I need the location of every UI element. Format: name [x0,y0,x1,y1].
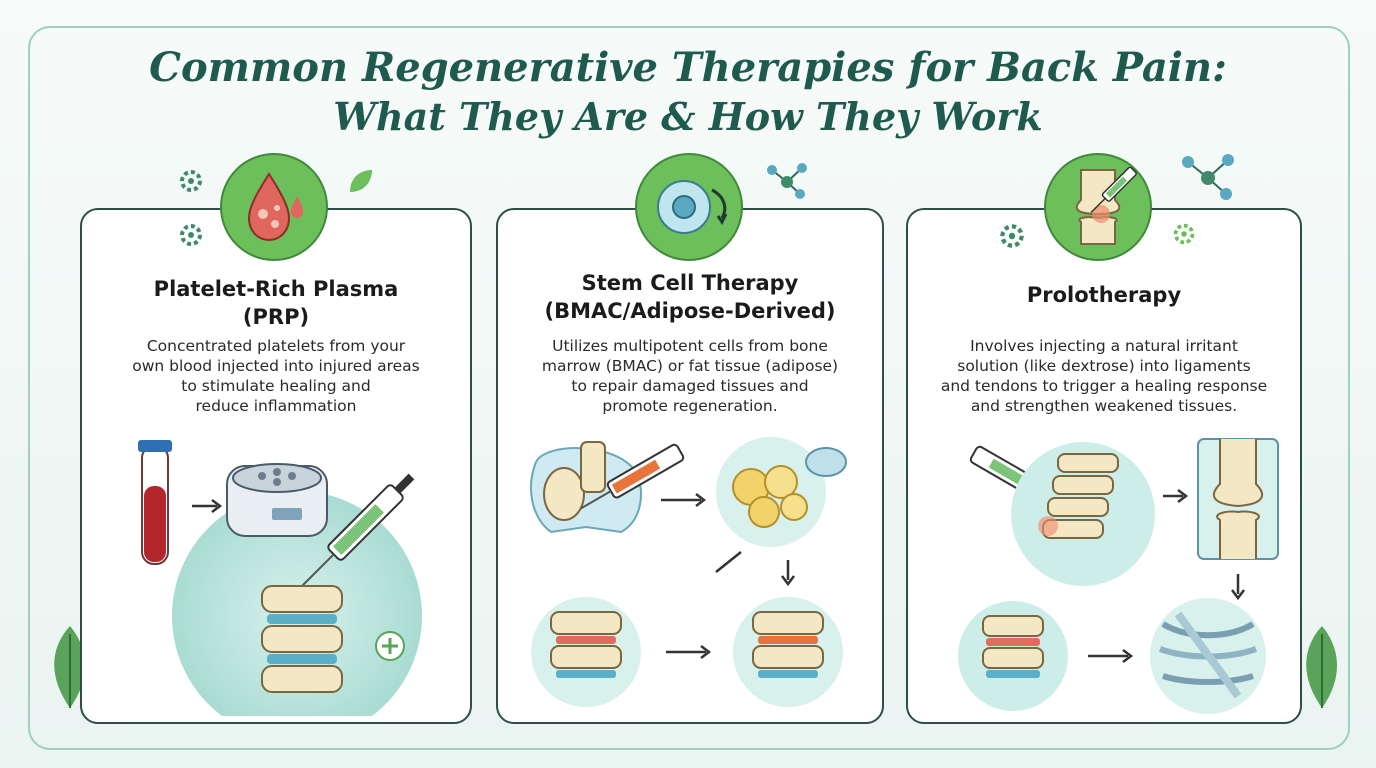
card-prolotherapy-desc-line3: and tendons to trigger a healing respons… [940,377,1268,395]
blood-drop-icon [220,153,328,261]
card-prp-desc-line1: Concentrated platelets from your [146,337,406,355]
gear-icon [180,170,202,192]
outer-frame [28,26,1350,750]
spine-damaged-icon [550,611,622,678]
card-prp-title-line1: Platelet-Rich Plasma [153,277,399,301]
card-stem-cell-title-line2: (BMAC/Adipose-Derived) [544,299,836,323]
card-prolotherapy-desc-line1: Involves injecting a natural irritant [970,337,1238,355]
leaf-icon [350,170,372,192]
leaf-right-icon [1306,626,1337,708]
leaf-left-icon [54,626,85,708]
knee-joint-icon [1197,438,1279,560]
ligament-icon [1158,611,1258,699]
card-prp-desc-line4: reduce inflammation [195,397,357,415]
stem-cell-process-illustration [530,437,847,707]
page-title: Common Regenerative Therapies for Back P… [149,44,1227,91]
card-prolotherapy-desc-line2: solution (like dextrose) into ligaments [957,357,1251,375]
stem-cell-icon [805,447,847,477]
card-stem-cell-desc-line4: promote regeneration. [602,397,778,415]
adipose-cells-icon [732,465,808,528]
gear-icon [180,224,202,246]
card-prolotherapy: Prolotherapy Involves injecting a natura… [906,208,1302,724]
card-stem-cell: Stem Cell Therapy (BMAC/Adipose-Derived)… [496,208,884,724]
card-prp-title-line2: (PRP) [242,305,310,329]
centrifuge-icon [226,463,328,537]
card-prp-desc-line3: to stimulate healing and [181,377,371,395]
card-prolotherapy-desc-line4: and strengthen weakened tissues. [970,397,1238,415]
syringe-icon [580,443,685,510]
molecule-icon [1182,154,1234,200]
card-stem-cell-desc-line1: Utilizes multipotent cells from bone [552,337,828,355]
prolotherapy-process-illustration [958,438,1279,714]
card-stem-cell-desc-line3: to repair damaged tissues and [571,377,809,395]
molecule-icon [767,163,807,199]
test-tube-icon [138,440,172,565]
pelvis-icon [530,441,642,534]
gear-icon [1000,224,1024,248]
joint-injection-icon [1044,153,1152,261]
spine-weak-icon [982,615,1044,678]
arrow-down-left-icon [715,551,742,573]
spine-icon [1038,453,1119,539]
card-prolotherapy-title: Prolotherapy [1026,283,1182,307]
spine-icon [261,585,343,693]
card-stem-cell-desc-line2: marrow (BMAC) or fat tissue (adipose) [541,357,839,375]
card-stem-cell-title-line1: Stem Cell Therapy [581,271,799,295]
prp-process-illustration [138,440,422,716]
page-subtitle: What They Are & How They Work [333,94,1043,139]
stem-cell-icon [635,153,743,261]
card-prp-desc-line2: own blood injected into injured areas [132,357,420,375]
gear-icon [1173,223,1195,245]
syringe-icon [297,473,415,591]
card-prp: Platelet-Rich Plasma (PRP) Concentrated … [80,208,472,724]
spine-repair-icon [752,611,824,678]
